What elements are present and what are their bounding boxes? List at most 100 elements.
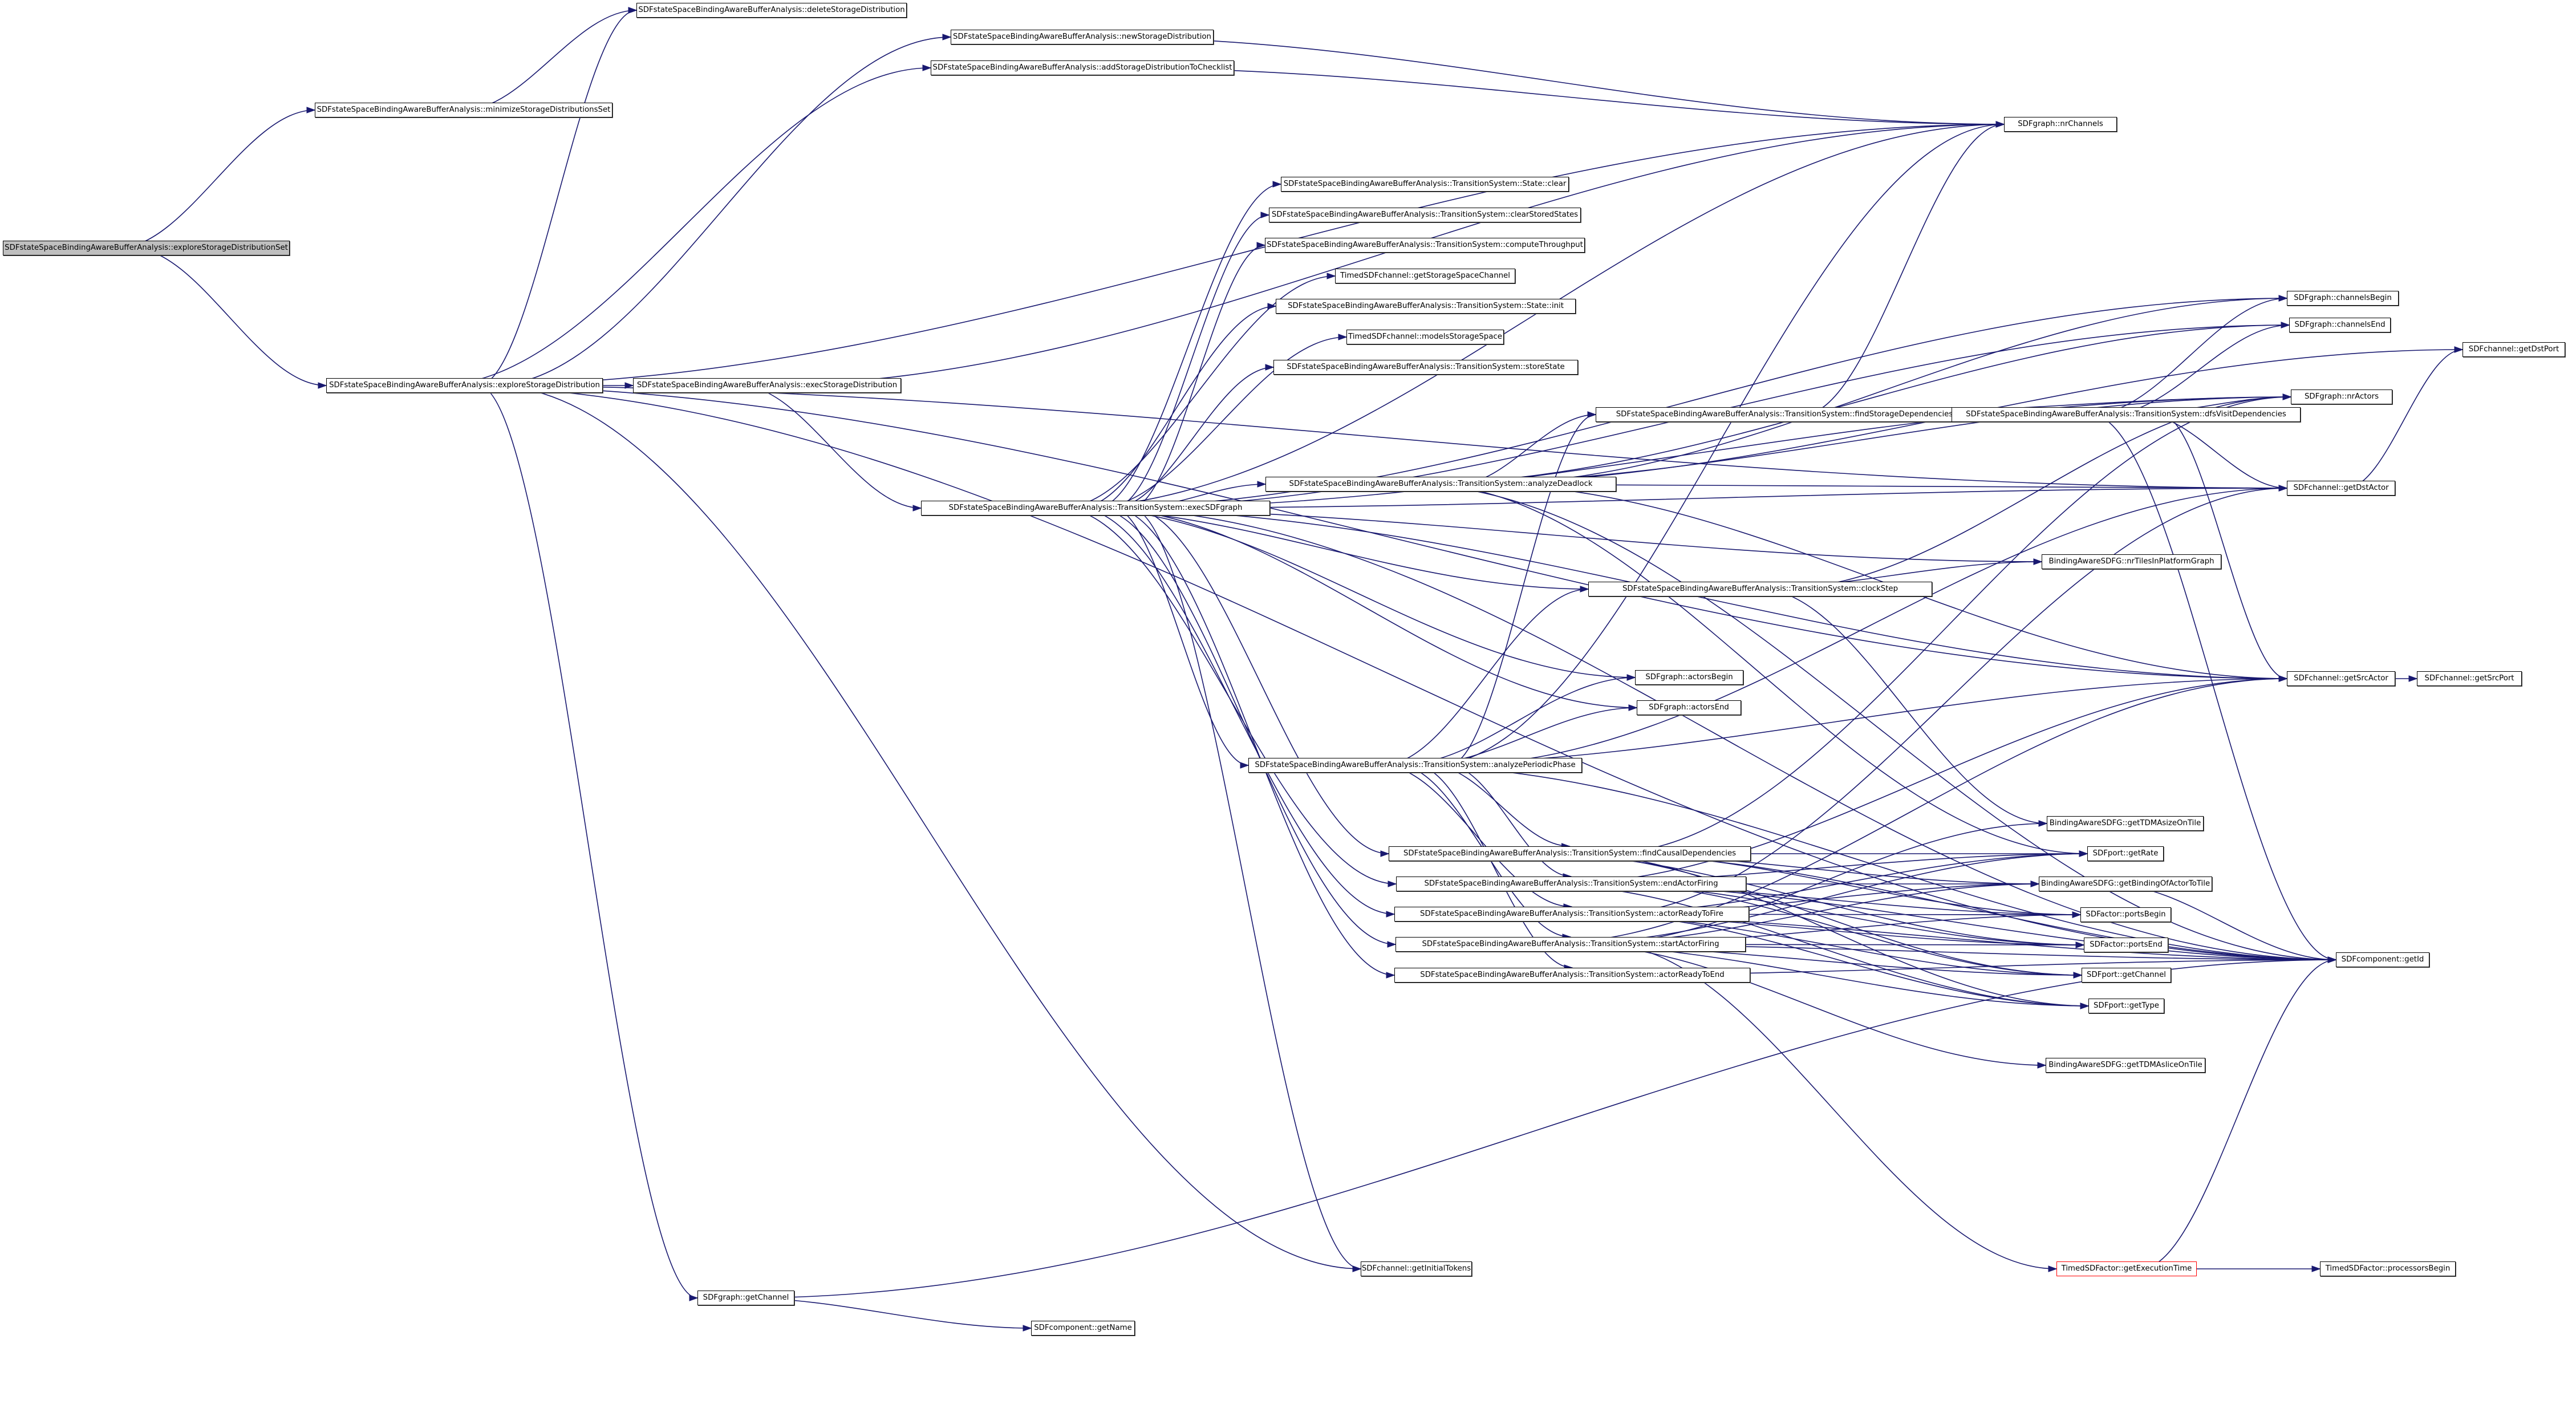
call-edge: [478, 10, 637, 386]
graph-node[interactable]: SDFstateSpaceBindingAwareBufferAnalysis:…: [1265, 477, 1616, 492]
call-edge: [1095, 36, 2005, 125]
call-edge: [478, 385, 698, 1299]
call-edge: [1381, 589, 1589, 766]
graph-node[interactable]: SDFstateSpaceBindingAwareBufferAnalysis:…: [1588, 582, 1932, 597]
arrowhead-icon: [1338, 334, 1348, 340]
call-edge: [1475, 298, 2287, 485]
call-edge: [1113, 214, 1269, 509]
graph-node-highlighted[interactable]: TimedSDFactor::getExecutionTime: [2056, 1261, 2197, 1276]
arrowhead-icon: [2075, 942, 2085, 948]
graph-node[interactable]: BindingAwareSDFG::getTDMAsliceOnTile: [2046, 1058, 2205, 1073]
graph-node[interactable]: SDFport::getRate: [2087, 846, 2164, 861]
call-edge: [1078, 508, 1636, 678]
graph-node[interactable]: SDFchannel::getInitialTokens: [1361, 1261, 1472, 1276]
graph-node[interactable]: SDFchannel::getSrcPort: [2417, 671, 2522, 686]
arrowhead-icon: [1380, 850, 1390, 857]
graph-node[interactable]: SDFstateSpaceBindingAwareBufferAnalysis:…: [931, 60, 1234, 75]
arrowhead-icon: [628, 7, 638, 14]
arrowhead-icon: [2037, 1062, 2047, 1069]
graph-node[interactable]: SDFgraph::channelsEnd: [2289, 318, 2391, 332]
graph-node[interactable]: SDFchannel::getDstActor: [2287, 481, 2395, 496]
graph-node[interactable]: SDFactor::portsEnd: [2084, 938, 2168, 952]
graph-node[interactable]: SDFstateSpaceBindingAwareBufferAnalysis:…: [1273, 360, 1578, 375]
graph-node[interactable]: SDFstateSpaceBindingAwareBufferAnalysis:…: [633, 378, 901, 393]
graph-node[interactable]: BindingAwareSDFG::nrTilesInPlatformGraph: [2042, 554, 2221, 569]
graph-node[interactable]: SDFstateSpaceBindingAwareBufferAnalysis:…: [636, 3, 907, 18]
graph-node[interactable]: SDFstateSpaceBindingAwareBufferAnalysis:…: [1396, 877, 1746, 891]
graph-node[interactable]: SDFstateSpaceBindingAwareBufferAnalysis:…: [326, 378, 603, 393]
arrowhead-icon: [1256, 242, 1266, 249]
graph-node[interactable]: SDFstateSpaceBindingAwareBufferAnalysis:…: [1952, 407, 2301, 422]
arrowhead-icon: [2278, 485, 2288, 492]
graph-node[interactable]: SDFstateSpaceBindingAwareBufferAnalysis:…: [1276, 299, 1576, 314]
call-edge: [1095, 336, 1347, 509]
graph-node[interactable]: SDFstateSpaceBindingAwareBufferAnalysis:…: [1394, 968, 1750, 983]
graph-node[interactable]: SDFstateSpaceBindingAwareBufferAnalysis:…: [1395, 937, 1746, 952]
arrowhead-icon: [2278, 295, 2288, 302]
arrowhead-icon: [2408, 675, 2418, 682]
graph-node[interactable]: TimedSDFchannel::modelsStorageSpace: [1346, 330, 1504, 344]
graph-node[interactable]: SDFstateSpaceBindingAwareBufferAnalysis:…: [315, 103, 612, 117]
call-edge: [1423, 484, 2088, 854]
call-edge: [436, 67, 931, 386]
call-edge: [132, 247, 327, 386]
arrowhead-icon: [2282, 393, 2292, 400]
arrowhead-icon: [922, 64, 932, 71]
arrowhead-icon: [1386, 972, 1395, 979]
call-edge: [1060, 124, 2005, 509]
graph-node[interactable]: TimedSDFchannel::getStorageSpaceChannel: [1335, 269, 1515, 283]
call-edge: [2143, 414, 2287, 489]
arrowhead-icon: [2033, 558, 2043, 565]
arrowhead-icon: [1628, 704, 1638, 711]
graph-node[interactable]: SDFstateSpaceBindingAwareBufferAnalysis:…: [1265, 238, 1585, 253]
graph-node[interactable]: SDFgraph::nrActors: [2291, 389, 2392, 404]
arrowhead-icon: [2278, 675, 2288, 682]
graph-node[interactable]: SDFcomponent::getId: [2336, 952, 2429, 967]
graph-node[interactable]: SDFgraph::channelsBegin: [2287, 291, 2399, 306]
arrowhead-icon: [2073, 972, 2083, 979]
call-edge: [1448, 414, 1596, 766]
graph-node[interactable]: SDFstateSpaceBindingAwareBufferAnalysis:…: [1596, 407, 1973, 422]
call-edge: [1415, 765, 1573, 968]
call-edge: [1381, 678, 2287, 766]
arrowhead-icon: [1023, 1325, 1032, 1332]
arrowhead-icon: [1267, 303, 1277, 310]
graph-node[interactable]: SDFstateSpaceBindingAwareBufferAnalysis:…: [1281, 177, 1569, 192]
graph-node[interactable]: TimedSDFactor::processorsBegin: [2320, 1261, 2456, 1276]
arrowhead-icon: [912, 505, 922, 512]
graph-node[interactable]: SDFstateSpaceBindingAwareBufferAnalysis:…: [1248, 758, 1582, 773]
graph-node[interactable]: SDFstateSpaceBindingAwareBufferAnalysis:…: [921, 501, 1270, 516]
arrowhead-icon: [2311, 1265, 2321, 1272]
graph-node[interactable]: SDFgraph::actorsEnd: [1637, 700, 1741, 715]
graph-node[interactable]: SDFport::getChannel: [2082, 968, 2171, 983]
arrowhead-icon: [689, 1295, 699, 1301]
call-edge: [1130, 245, 1265, 509]
graph-node[interactable]: SDFchannel::getDstPort: [2463, 342, 2565, 357]
call-edge: [2346, 349, 2463, 489]
call-edge: [1095, 508, 1637, 708]
call-edge: [1448, 488, 2287, 766]
graph-node[interactable]: SDFstateSpaceBindingAwareBufferAnalysis:…: [951, 30, 1214, 44]
call-edge: [464, 124, 2005, 386]
graph-node[interactable]: SDFport::getType: [2088, 999, 2164, 1013]
call-edge: [1405, 324, 2290, 485]
graph-node[interactable]: SDFgraph::nrChannels: [2004, 117, 2117, 132]
graph-node[interactable]: SDFgraph::actorsBegin: [1635, 670, 1743, 685]
call-edge: [1803, 124, 2005, 415]
graph-node[interactable]: BindingAwareSDFG::getBindingOfActorToTil…: [2039, 877, 2212, 891]
graph-node[interactable]: BindingAwareSDFG::getTDMAsizeOnTile: [2047, 816, 2204, 831]
graph-node[interactable]: SDFchannel::getSrcActor: [2287, 671, 2395, 686]
graph-node[interactable]: SDFstateSpaceBindingAwareBufferAnalysis:…: [1389, 846, 1751, 861]
graph-node[interactable]: SDFstateSpaceBindingAwareBufferAnalysis:…: [1394, 907, 1749, 922]
graph-node[interactable]: SDFstateSpaceBindingAwareBufferAnalysis:…: [1269, 208, 1581, 222]
arrowhead-icon: [2454, 346, 2464, 353]
graph-node[interactable]: SDFcomponent::getName: [1031, 1321, 1135, 1336]
call-edge: [492, 385, 1361, 1269]
call-edge: [1398, 765, 2336, 960]
graph-node[interactable]: SDFactor::portsBegin: [2080, 907, 2171, 922]
graph-node[interactable]: SDFgraph::getChannel: [697, 1291, 794, 1305]
call-edge: [2091, 414, 2336, 960]
arrowhead-icon: [2080, 1003, 2090, 1009]
call-edge: [1095, 508, 2336, 960]
